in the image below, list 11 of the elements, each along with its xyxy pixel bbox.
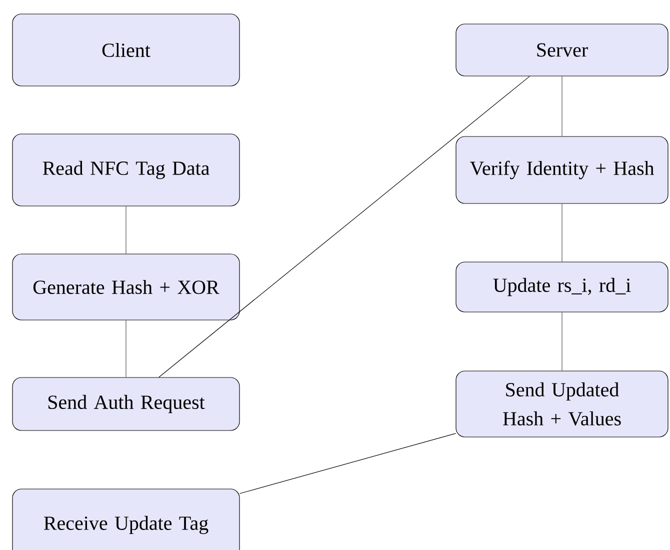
process-box: Send Updated Hash + Values (456, 370, 668, 438)
process-box: Update rs_i, rd_i (456, 262, 668, 312)
process-box: Server (456, 24, 668, 76)
process-box: Generate Hash + XOR (12, 254, 240, 320)
process-box: Read NFC Tag Data (12, 134, 240, 206)
process-box: Client (12, 14, 240, 86)
process-box: Verify Identity + Hash (456, 136, 668, 204)
process-box: Send Auth Request (12, 377, 240, 431)
connector-line (158, 76, 530, 378)
connector-line (240, 433, 456, 494)
process-box: Receive Update Tag (12, 488, 240, 550)
